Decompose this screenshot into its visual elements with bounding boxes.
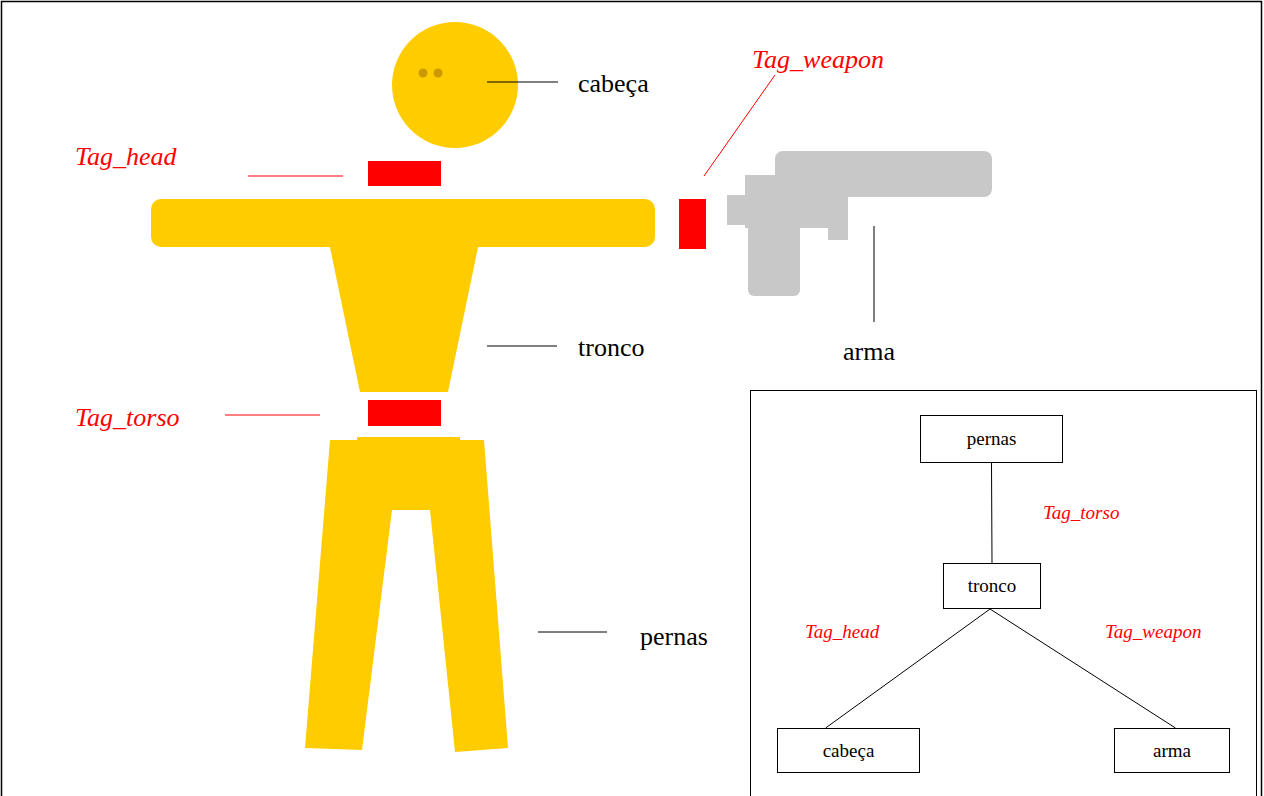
leg-shape <box>425 440 508 752</box>
tag-marker <box>368 161 441 186</box>
edge-tag-label: Tag_torso <box>1043 503 1119 524</box>
eye <box>434 69 443 78</box>
leader-line <box>538 632 607 633</box>
tree-connector <box>991 463 993 563</box>
gun-grip <box>748 222 800 296</box>
leader-line <box>487 346 557 347</box>
leader-line <box>248 176 343 177</box>
tag-label: Tag_weapon <box>752 46 884 75</box>
tag-label: Tag_torso <box>75 404 180 433</box>
tree-node-box: pernas <box>920 415 1063 463</box>
leader-line <box>874 226 875 322</box>
tag-marker <box>368 400 441 426</box>
gun-body <box>727 195 749 225</box>
leader-line <box>704 75 775 176</box>
part-label: arma <box>843 338 895 367</box>
tree-node-box: arma <box>1114 728 1230 773</box>
node-text: arma <box>1153 740 1191 762</box>
edge-tag-label: Tag_head <box>805 622 879 643</box>
leader-line <box>225 415 320 416</box>
gun-body <box>828 220 848 240</box>
tree-node-box: tronco <box>943 563 1041 609</box>
node-text: cabeça <box>823 740 875 762</box>
part-label: pernas <box>640 623 708 652</box>
node-text: pernas <box>967 428 1017 450</box>
tag-label: Tag_head <box>75 143 177 172</box>
tree-node-box: cabeça <box>777 728 920 773</box>
torso-shape <box>320 199 488 392</box>
leader-line <box>487 82 558 83</box>
part-label: tronco <box>578 334 644 363</box>
part-label: cabeça <box>578 70 649 99</box>
connector-group <box>826 463 1176 728</box>
edge-tag-label: Tag_weapon <box>1105 622 1201 643</box>
node-text: tronco <box>968 575 1017 597</box>
leg-shape <box>305 440 392 750</box>
head-shape <box>392 22 518 148</box>
tag-marker <box>679 199 706 249</box>
eye <box>419 69 428 78</box>
inset-frame <box>751 391 1257 796</box>
